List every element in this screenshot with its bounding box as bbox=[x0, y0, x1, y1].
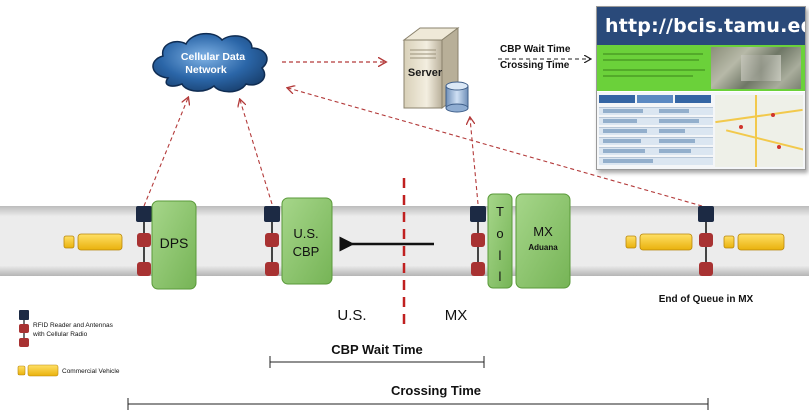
server-output-line2: Crossing Time bbox=[500, 60, 570, 71]
website-map bbox=[715, 95, 803, 167]
website-header: http://bcis.tamu.edu bbox=[597, 7, 805, 45]
cloud-label-line1: Cellular Data bbox=[181, 51, 245, 63]
cloud-label-line2: Network bbox=[185, 64, 227, 76]
cbp-station bbox=[281, 197, 333, 285]
mx-side-label: MX bbox=[445, 307, 468, 324]
queue-reader-to-cloud-link bbox=[288, 88, 703, 207]
website-banner: http://bcis.tamu.edu bbox=[597, 7, 805, 91]
website-table-row bbox=[599, 127, 713, 135]
cbp-reader-uplink bbox=[240, 100, 273, 205]
toll-letter-2: o bbox=[496, 226, 503, 241]
cbp-label-line2: CBP bbox=[293, 244, 320, 259]
website-table-row bbox=[599, 137, 713, 145]
vehicle-right-2 bbox=[723, 233, 785, 251]
mx-rfid-reader bbox=[470, 206, 486, 276]
dps-station bbox=[151, 200, 197, 290]
legend-reader-line1: RFID Reader and Antennas bbox=[33, 322, 114, 329]
dps-label: DPS bbox=[160, 235, 189, 251]
website-text-line bbox=[603, 75, 693, 77]
cellular-cloud-icon bbox=[152, 32, 268, 93]
map-pin-icon bbox=[771, 113, 775, 117]
toll-letter-1: T bbox=[496, 204, 504, 219]
map-road bbox=[725, 129, 803, 151]
mx-reader-uplink bbox=[470, 118, 479, 205]
map-pin-icon bbox=[739, 125, 743, 129]
map-pin-icon bbox=[777, 145, 781, 149]
server-output-line1: CBP Wait Time bbox=[500, 44, 571, 55]
vehicle-left bbox=[63, 233, 123, 251]
mx-aduana-label-line1: MX bbox=[533, 224, 553, 239]
cbp-label-line1: U.S. bbox=[293, 226, 318, 241]
queue-rfid-reader bbox=[698, 206, 714, 276]
end-of-queue-label: End of Queue in MX bbox=[659, 294, 754, 305]
vehicle-right-1 bbox=[625, 233, 693, 251]
website-screenshot: http://bcis.tamu.edu bbox=[596, 6, 806, 170]
legend-vehicle-icon bbox=[17, 364, 59, 377]
dps-rfid-reader bbox=[136, 206, 152, 276]
website-tab bbox=[599, 95, 635, 103]
cbp-wait-time-span bbox=[269, 356, 485, 368]
website-table-row bbox=[599, 107, 713, 115]
toll-letter-4: l bbox=[499, 269, 502, 284]
us-side-label: U.S. bbox=[337, 307, 366, 324]
website-text-line bbox=[603, 69, 705, 71]
toll-letter-3: l bbox=[499, 248, 502, 263]
cbp-rfid-reader bbox=[264, 206, 280, 276]
toll-booth bbox=[487, 193, 513, 289]
website-url: http://bcis.tamu.edu bbox=[605, 15, 806, 37]
mx-aduana-station bbox=[515, 193, 571, 289]
crossing-time-span bbox=[127, 398, 709, 410]
map-road bbox=[755, 95, 757, 167]
website-tab bbox=[637, 95, 673, 103]
website-table bbox=[599, 95, 713, 165]
website-tab bbox=[675, 95, 711, 103]
website-table-row bbox=[599, 147, 713, 155]
website-table-row bbox=[599, 157, 713, 165]
dps-reader-uplink bbox=[143, 98, 188, 207]
website-aerial-photo bbox=[711, 47, 801, 89]
map-road bbox=[715, 108, 803, 124]
website-text-line bbox=[603, 59, 699, 61]
mx-aduana-label-line2: Aduana bbox=[528, 243, 558, 252]
cbp-wait-time-label: CBP Wait Time bbox=[331, 342, 423, 357]
server-label: Server bbox=[408, 67, 443, 79]
crossing-time-label: Crossing Time bbox=[391, 383, 481, 398]
website-text-line bbox=[603, 53, 703, 55]
database-icon bbox=[445, 81, 469, 113]
legend-vehicle-label: Commercial Vehicle bbox=[62, 368, 120, 375]
website-table-row bbox=[599, 117, 713, 125]
legend-reader-line2: with Cellular Radio bbox=[32, 331, 88, 338]
legend-reader-icon bbox=[19, 310, 29, 347]
